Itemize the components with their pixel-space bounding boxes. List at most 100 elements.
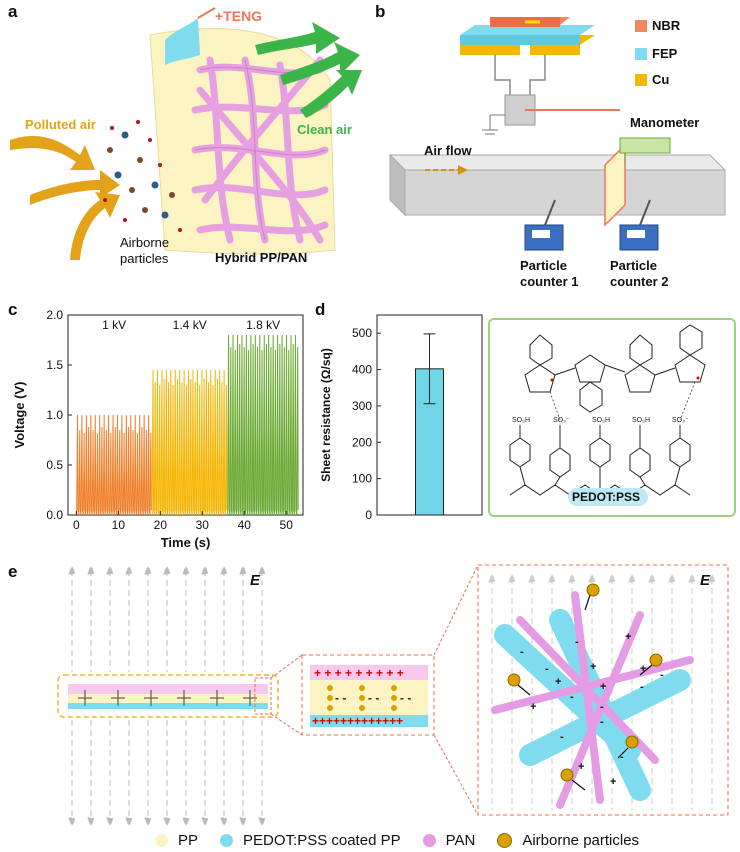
polluted-air-arrows (10, 135, 120, 260)
legend-cu: Cu (652, 72, 670, 87)
field-arrow-down-8 (220, 817, 228, 828)
field-arrow-down-7 (201, 817, 209, 828)
pedot-structure-box (488, 318, 736, 517)
field-arrow-down-4 (144, 817, 152, 828)
svg-text:SO₃H: SO₃H (592, 417, 610, 424)
svg-text:- -: - - (368, 691, 379, 705)
field-arrow-down-2 (106, 817, 114, 828)
series-label-0: 1 kV (102, 318, 126, 332)
y-tick-label-0: 0.0 (46, 508, 63, 522)
legend-fep: FEP (652, 46, 678, 61)
y-tick-label-3: 300 (352, 399, 372, 413)
x-tick-label-5: 50 (280, 518, 294, 532)
svg-text:SO₃H: SO₃H (632, 417, 650, 424)
field-arrow-r-8 (648, 572, 656, 583)
legend-pan: PAN (445, 831, 476, 849)
field-arrow-up-8 (220, 564, 228, 575)
svg-text:SO₃H: SO₃H (512, 417, 530, 424)
y-tick-label-2: 1.0 (46, 408, 63, 422)
series-label-1: 1.4 kV (173, 318, 207, 332)
counter1-label: Particle counter 1 (520, 258, 579, 289)
svg-text:+: + (555, 676, 561, 688)
polluted-air-label: Polluted air (25, 117, 96, 132)
pedot-label: PEDOT:PSS (572, 490, 641, 504)
x-tick-label-3: 30 (196, 518, 210, 532)
field-arrow-r-10 (688, 572, 696, 583)
svg-text:+: + (610, 776, 616, 788)
y-tick-label-4: 400 (352, 363, 372, 377)
panel-label-c: c (8, 300, 18, 319)
svg-text:+: + (640, 663, 646, 675)
field-arrow-r-3 (548, 572, 556, 583)
panel-e-illustration: + + + + + + + + + +++++++++++++ - - - - - … (57, 564, 729, 828)
clean-air-label: Clean air (297, 122, 352, 137)
svg-text:-: - (545, 663, 549, 675)
field-arrow-up-5 (163, 564, 171, 575)
field-arrow-down-5 (163, 817, 171, 828)
field-arrow-up-7 (201, 564, 209, 575)
legend-particles: Airborne particles (522, 831, 640, 849)
y-axis-label: Sheet resistance (Ω/sq) (319, 348, 333, 482)
field-arrow-r-6 (608, 572, 616, 583)
svg-text:+ + + + + + + + +: + + + + + + + + + (314, 666, 404, 680)
field-arrow-r-11 (708, 572, 716, 583)
pedot-structure: SO₃H SO₃⁻ SO₃H SO₃H SO₃⁻ (509, 324, 706, 506)
field-arrow-up-0 (68, 564, 76, 575)
panel-label-b: b (375, 2, 386, 21)
x-tick-label-0: 0 (73, 518, 80, 532)
x-tick-label-2: 20 (154, 518, 168, 532)
svg-text:SO₃⁻: SO₃⁻ (553, 417, 570, 424)
legend-particle-swatch (497, 832, 513, 848)
svg-text:-: - (575, 636, 579, 648)
svg-text:- -: - - (400, 691, 411, 705)
field-arrow-r-7 (628, 572, 636, 583)
field-arrow-up-3 (125, 564, 133, 575)
clean-air-arrows (255, 22, 362, 118)
panel-label-d: d (315, 300, 326, 319)
manometer-label: Manometer (630, 115, 700, 130)
x-axis-label: Time (s) (161, 535, 211, 550)
svg-text:-: - (520, 646, 524, 658)
series-line-2 (227, 334, 299, 516)
svg-text:-: - (570, 691, 574, 703)
field-arrow-down-1 (87, 817, 95, 828)
svg-text:-: - (560, 731, 564, 743)
x-tick-label-1: 10 (112, 518, 126, 532)
svg-text:+++++++++++++: +++++++++++++ (312, 714, 403, 728)
field-arrow-up-6 (182, 564, 190, 575)
airborne-particles-label: Airborne particles (120, 235, 170, 266)
svg-text:-: - (600, 716, 604, 728)
y-tick-label-1: 100 (352, 472, 372, 486)
series-line-1 (151, 369, 228, 516)
svg-text:SO₃⁻: SO₃⁻ (672, 417, 689, 424)
legend-pedot: PEDOT:PSS coated PP (243, 831, 401, 849)
svg-text:- -: - - (335, 691, 346, 705)
field-arrow-down-3 (125, 817, 133, 828)
svg-text:-: - (640, 681, 644, 693)
field-arrow-up-2 (106, 564, 114, 575)
svg-text:-: - (620, 751, 624, 763)
y-tick-label-1: 0.5 (46, 458, 63, 472)
x-tick-label-4: 40 (238, 518, 252, 532)
field-arrow-r-0 (488, 572, 496, 583)
y-tick-label-2: 200 (352, 435, 372, 449)
field-arrow-r-4 (568, 572, 576, 583)
series-line-0 (76, 414, 152, 516)
field-arrow-down-9 (239, 817, 247, 828)
field-arrow-r-2 (528, 572, 536, 583)
legend-nbr: NBR (652, 18, 681, 33)
field-arrow-down-0 (68, 817, 76, 828)
legend-pedot-swatch (220, 833, 234, 847)
svg-text:+: + (600, 681, 606, 693)
panel-b-illustration (388, 17, 727, 251)
svg-text:-: - (600, 701, 604, 713)
field-arrow-up-10 (258, 564, 266, 575)
field-arrow-r-9 (668, 572, 676, 583)
teng-electrode (165, 18, 200, 65)
teng-label: +TENG (215, 8, 263, 24)
airborne-particles (103, 120, 182, 232)
field-arrow-r-1 (508, 572, 516, 583)
air-flow-label: Air flow (424, 143, 472, 158)
